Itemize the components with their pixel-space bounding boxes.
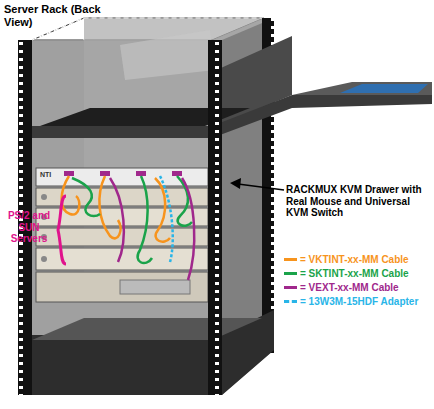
port [172,171,182,176]
fan [41,194,47,200]
rack-reflection [120,30,215,80]
adapter [160,176,173,262]
legend-row: = SKTINT-xx-MM Cable [284,268,409,279]
rack-post [208,40,222,395]
legend-swatch [284,300,297,303]
drawer-extension [292,82,432,95]
leader-line [238,184,284,190]
vktint-cable [155,178,170,242]
arrowhead [230,178,241,189]
legend-swatch [284,286,297,289]
rack-top-dashed [32,18,264,40]
legend-swatch [284,258,297,261]
legend-text: = 13W3M-15HDF Adapter [300,296,418,307]
sktint-cable [72,178,100,216]
port [136,171,146,176]
server-label: PS/2 and SUN Servers [0,210,58,245]
legend-row: = VKTINT-xx-MM Cable [284,254,409,265]
drawer-tray [32,95,432,138]
server-panel [120,280,190,294]
server-unit [36,272,208,302]
vext-cable [182,178,194,280]
rack-base-top [32,318,262,340]
port [100,171,110,176]
brand-logo: NTI [40,171,64,179]
legend-text: = VKTINT-xx-MM Cable [300,254,409,265]
port [64,171,74,176]
rack-base [18,310,274,395]
bracket [58,196,66,264]
legend-row: = VEXT-xx-MM Cable [284,282,399,293]
vktint-cable [99,176,120,238]
legend-text: = VEXT-xx-MM Cable [300,282,399,293]
legend-text: = SKTINT-xx-MM Cable [300,268,409,279]
legend-swatch [284,272,297,275]
vext-cable [110,178,124,262]
rack-title: Server Rack (Back View) [4,3,104,28]
legend-row: = 13W3M-15HDF Adapter [284,296,418,307]
keyboard [340,84,428,93]
drawer-label: RACKMUX KVM Drawer with Real Mouse and U… [286,184,426,219]
sktint-cable [138,176,152,263]
cables [62,176,195,280]
fan [41,256,47,262]
